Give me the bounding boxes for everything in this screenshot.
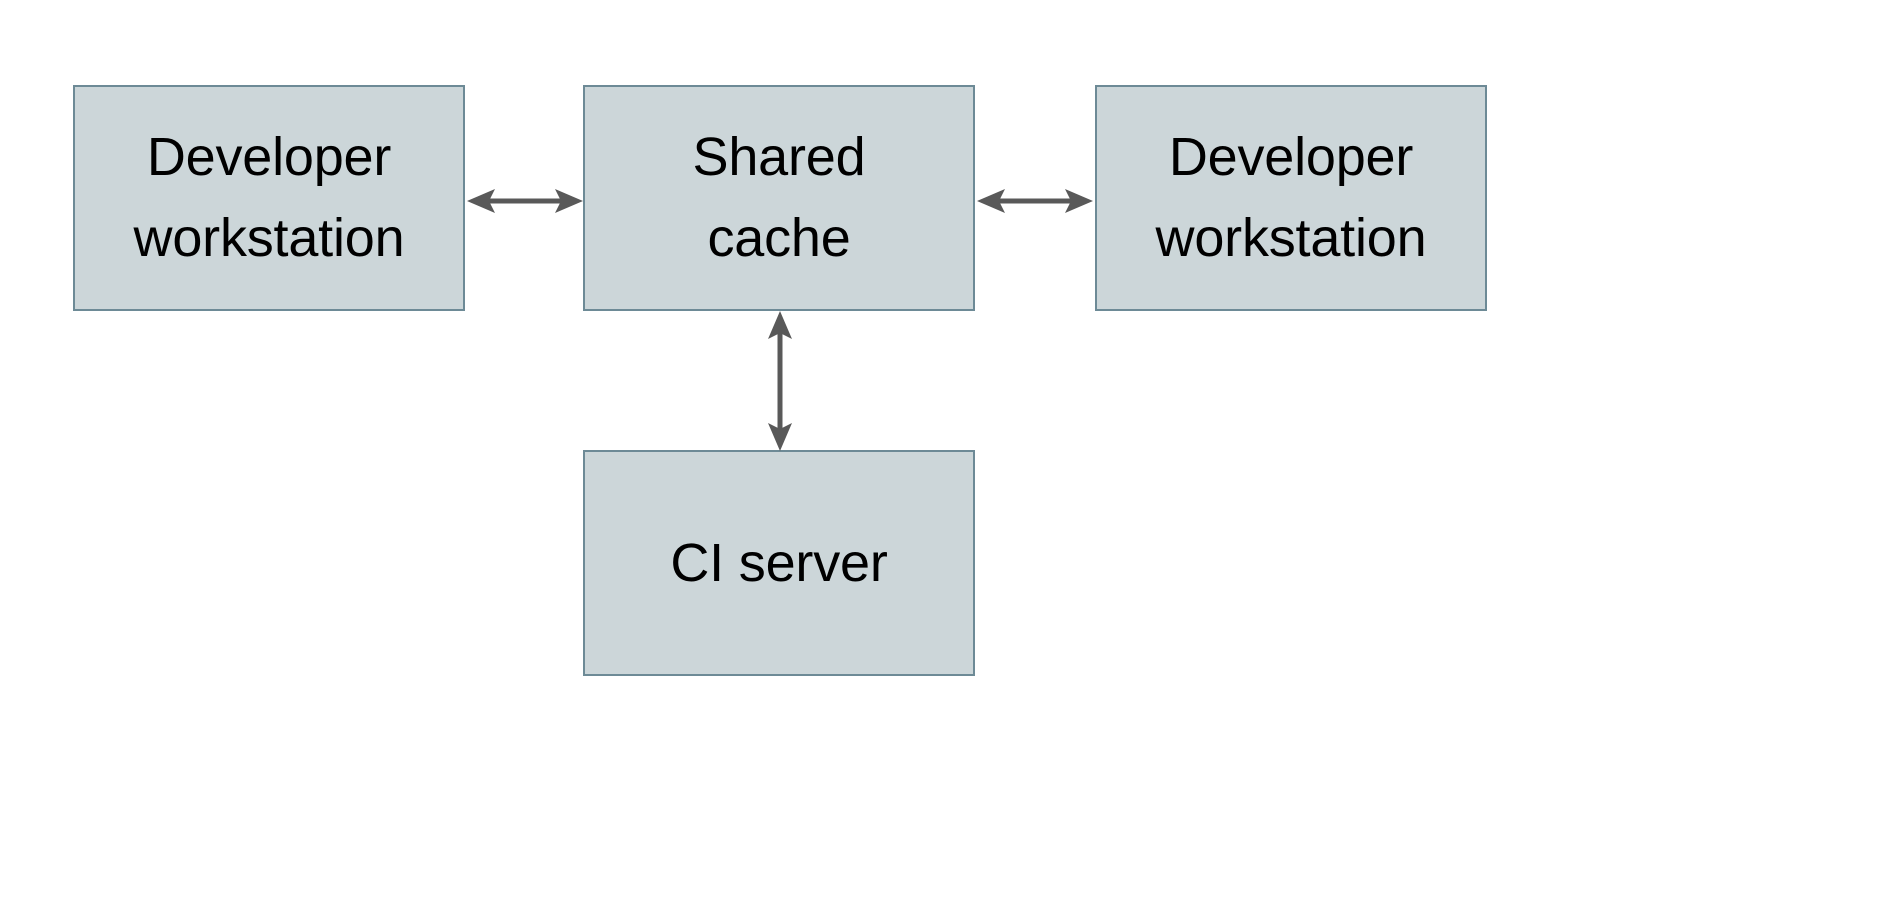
node-developer-workstation-left[interactable]: Developer workstation [73, 85, 465, 311]
node-shared-cache[interactable]: Shared cache [583, 85, 975, 311]
node-developer-workstation-right[interactable]: Developer workstation [1095, 85, 1487, 311]
node-label: Shared cache [692, 127, 866, 268]
double-arrow-icon-shared-cache-to-dev-right [977, 189, 1093, 213]
node-label: Developer workstation [1155, 127, 1427, 268]
node-ci-server[interactable]: CI server [583, 450, 975, 676]
node-label: Developer workstation [133, 127, 405, 268]
double-arrow-icon-dev-left-to-shared-cache [467, 189, 583, 213]
double-arrow-icon-shared-cache-to-ci-server [768, 311, 792, 451]
node-label: CI server [670, 532, 888, 593]
